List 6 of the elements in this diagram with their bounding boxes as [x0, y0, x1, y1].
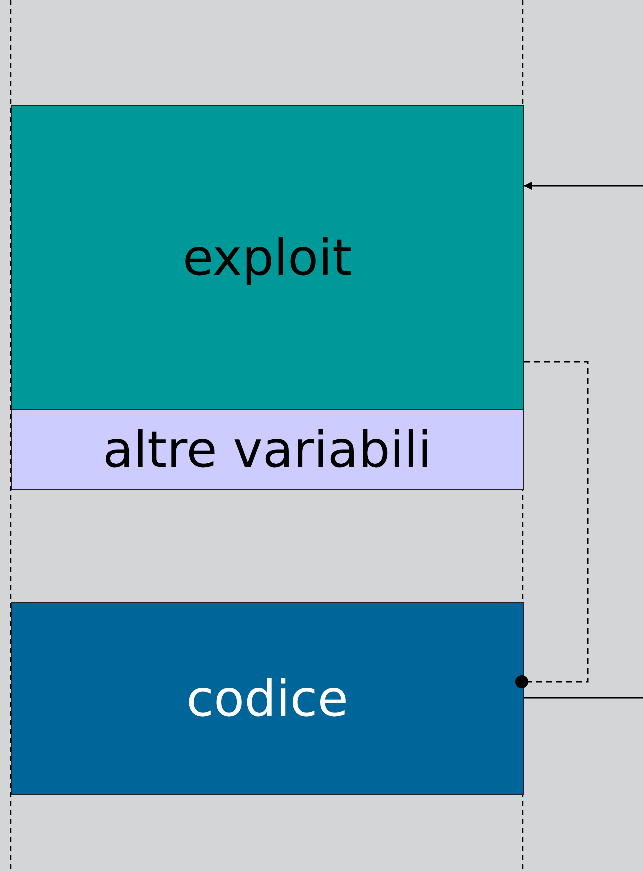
memory-block: altre variabili — [11, 409, 524, 490]
memory-block: exploit — [11, 105, 524, 410]
connector-line — [524, 697, 643, 699]
connector-line — [516, 361, 589, 688]
arrow — [524, 182, 643, 190]
memory-block: codice — [11, 602, 524, 795]
